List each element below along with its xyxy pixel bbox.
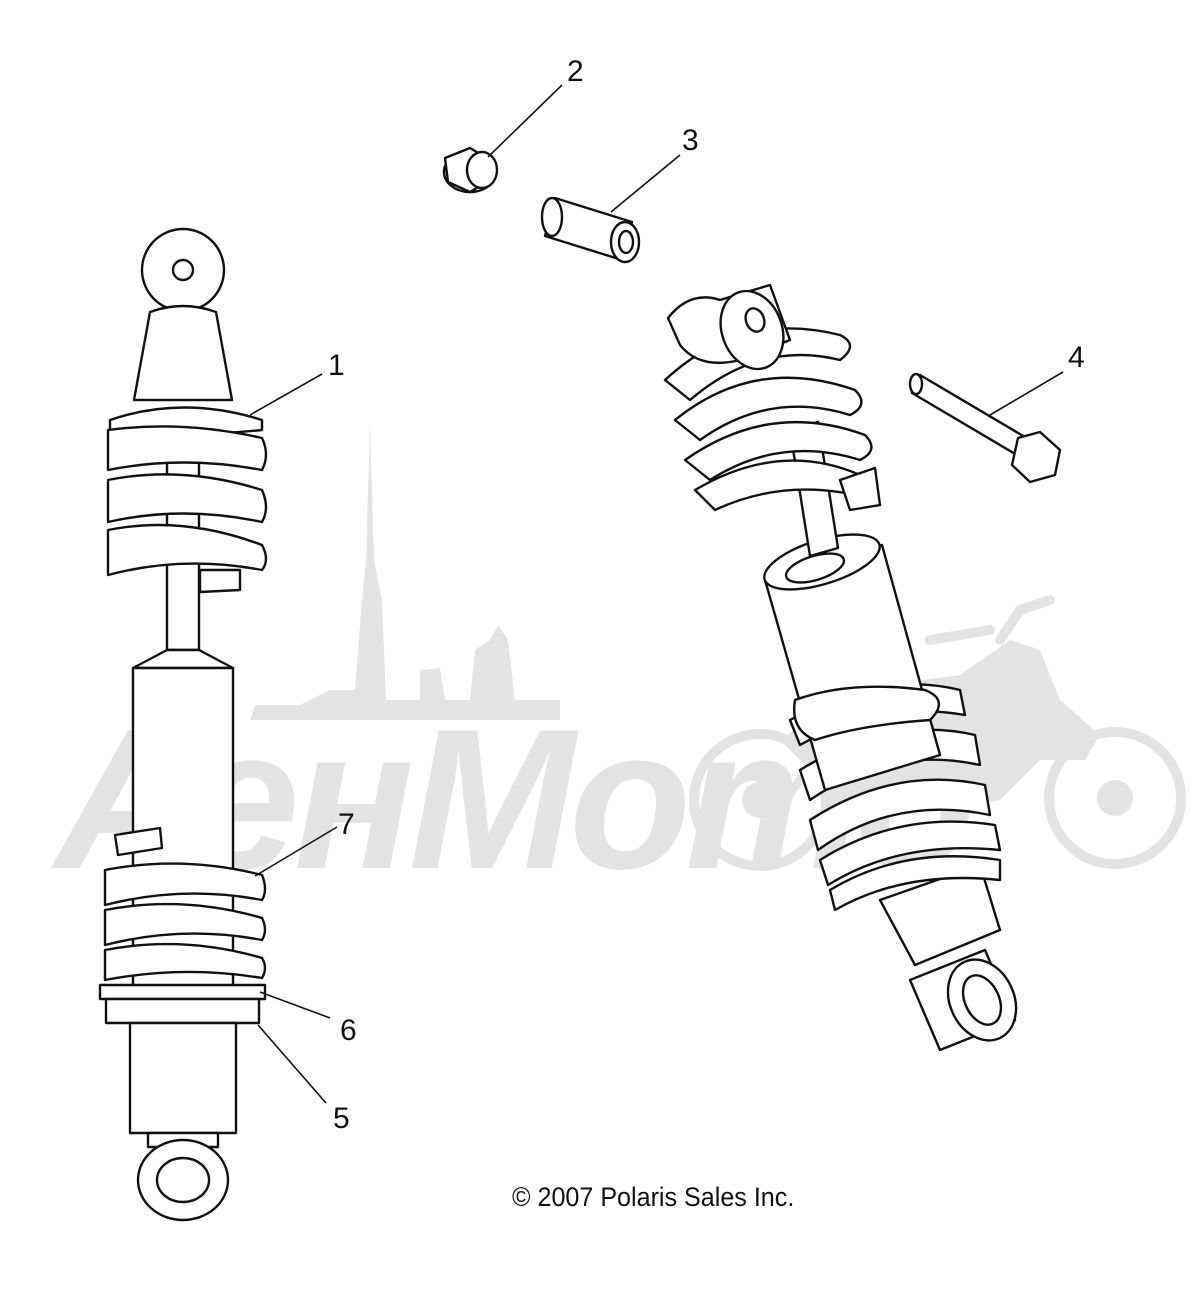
bottom-eyelet-hole	[155, 1156, 211, 1204]
shock-body	[131, 666, 235, 1000]
callout-1: 1	[328, 349, 345, 382]
leader-line-2	[487, 84, 563, 158]
callout-4: 4	[1068, 341, 1085, 374]
callout-3: 3	[682, 124, 699, 157]
flange-nut-callout-2	[442, 146, 499, 194]
callouts: 2 3 4 1 7 6 5	[249, 55, 1085, 1135]
leader-line-4	[989, 371, 1064, 416]
shock-absorber-front-view	[98, 227, 268, 1222]
hex-bolt-callout-4	[908, 372, 1062, 484]
leader-line-5	[257, 1024, 327, 1104]
top-spring-seat	[132, 304, 234, 402]
copyright-notice: © 2007 Polaris Sales Inc.	[512, 1182, 795, 1212]
shaft-taper	[131, 648, 235, 670]
watermark-skyline	[250, 425, 560, 720]
shock-absorber-angled-view	[663, 283, 1018, 1052]
angled-top-eyelet	[666, 283, 792, 371]
leader-line-7	[254, 826, 338, 877]
upper-spring	[106, 425, 268, 594]
lower-spring-callout-7	[103, 826, 267, 982]
leader-line-6	[259, 991, 331, 1019]
eyelet-bolt-hole	[171, 258, 195, 282]
leader-line-3	[610, 154, 681, 213]
lower-body	[128, 1021, 238, 1135]
callout-6: 6	[340, 1014, 357, 1047]
angled-upper-spring	[663, 327, 882, 512]
retaining-clip-callout-5	[104, 997, 261, 1025]
spring-retainer-callout-6	[98, 983, 267, 1001]
leader-line-1	[249, 373, 323, 416]
callout-7: 7	[338, 808, 355, 841]
callout-5: 5	[333, 1102, 350, 1135]
bushing-sleeve-callout-3	[540, 196, 641, 264]
angled-lower-spring-front	[793, 685, 940, 742]
angled-bottom-eyelet	[908, 948, 1018, 1052]
callout-2: 2	[567, 55, 584, 88]
